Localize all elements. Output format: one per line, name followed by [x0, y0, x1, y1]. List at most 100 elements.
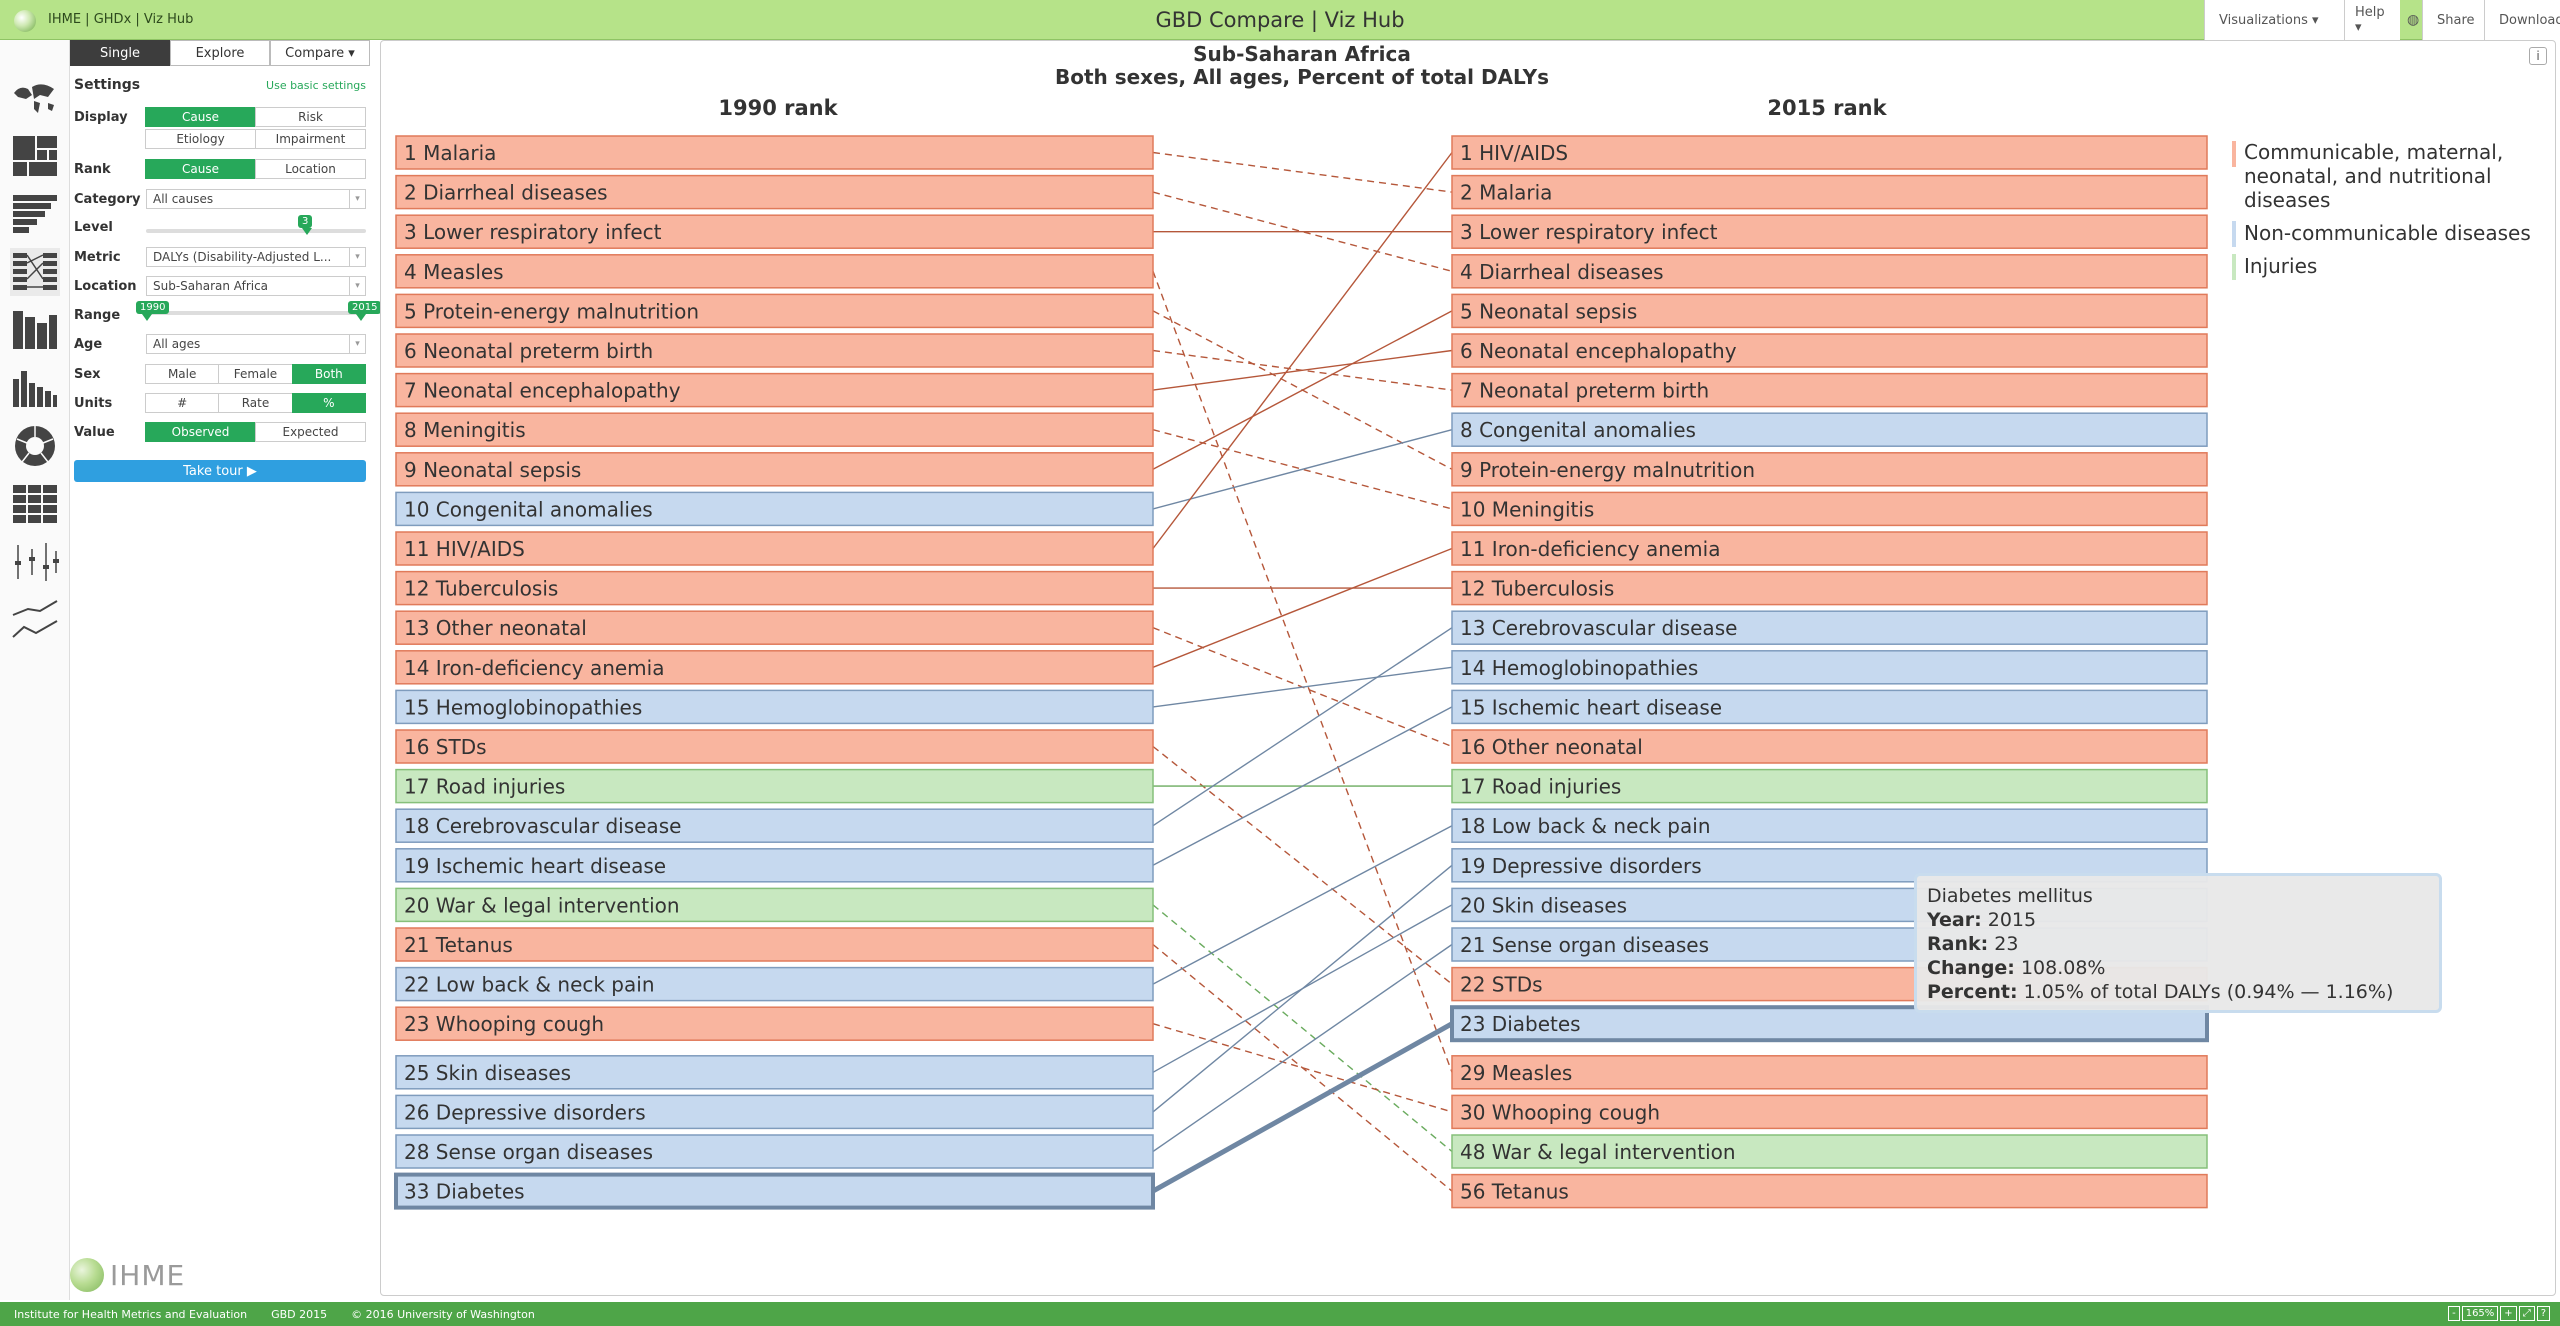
units-toggle: # Rate %	[145, 393, 366, 413]
left-rank-label: 28 Sense organ diseases	[404, 1140, 653, 1164]
zoom-controls: - 165% + ⤢ ?	[2448, 1306, 2550, 1321]
left-rank-label: 22 Low back & neck pain	[404, 973, 655, 997]
rank-connector	[1152, 547, 1453, 668]
right-rank-box	[1451, 452, 2208, 487]
left-rank-label: 25 Skin diseases	[404, 1061, 571, 1085]
sex-male[interactable]: Male	[145, 364, 220, 384]
help-menu[interactable]: Help ▾	[2344, 0, 2400, 40]
left-rank-box	[395, 333, 1154, 368]
right-rank-label: 29 Measles	[1460, 1061, 1572, 1085]
heatmap-icon[interactable]	[10, 480, 60, 528]
basic-settings-link[interactable]: Use basic settings	[266, 78, 366, 92]
left-rank-label: 10 Congenital anomalies	[404, 497, 653, 521]
sex-both[interactable]: Both	[291, 364, 366, 384]
left-rank-label: 20 War & legal intervention	[404, 893, 680, 917]
circular-icon[interactable]	[10, 422, 60, 470]
range-end-handle[interactable]	[356, 314, 366, 321]
settings-heading: Settings	[74, 77, 141, 93]
left-rank-box	[395, 491, 1154, 527]
tab-single[interactable]: Single	[70, 40, 170, 66]
category-label: Category	[74, 191, 141, 207]
rank-location[interactable]: Location	[255, 159, 366, 179]
info-icon[interactable]: i	[2529, 47, 2547, 65]
world-map-icon[interactable]	[10, 74, 60, 122]
footer-copyright: © 2016 University of Washington	[351, 1307, 535, 1321]
units-label: Units	[74, 395, 113, 411]
left-rank-box	[395, 729, 1154, 764]
rank-cause[interactable]: Cause	[145, 159, 256, 179]
link-ghdx[interactable]: GHDx	[93, 12, 132, 27]
display-cause[interactable]: Cause	[145, 107, 256, 127]
metric-label: Metric	[74, 249, 121, 265]
left-rank-label: 8 Meningitis	[404, 418, 526, 442]
zoom-out-button[interactable]: -	[2448, 1306, 2460, 1321]
sex-female[interactable]: Female	[218, 364, 293, 384]
right-rank-box	[1451, 254, 2208, 289]
footer-bar: Institute for Health Metrics and Evaluat…	[0, 1302, 2560, 1326]
left-rank-label: 7 Neonatal encephalopathy	[404, 379, 681, 403]
share-button[interactable]: ◍Share	[2407, 0, 2484, 40]
level-slider[interactable]: 3	[146, 215, 366, 237]
rank-connector	[1152, 349, 1453, 391]
ihme-logo-mark-icon	[70, 1258, 104, 1292]
rank-toggle: Cause Location	[145, 159, 366, 179]
left-rank-label: 26 Depressive disorders	[404, 1100, 646, 1124]
ihme-logo: IHME	[70, 1255, 210, 1295]
range-slider[interactable]: 1990 2015	[136, 301, 382, 325]
take-tour-button[interactable]: Take tour ▶	[74, 460, 366, 482]
left-rank-box	[395, 452, 1154, 487]
tooltip: Diabetes mellitus Year: 2015 Rank: 23 Ch…	[1914, 873, 2442, 1013]
value-observed[interactable]: Observed	[145, 422, 256, 442]
display-impairment[interactable]: Impairment	[255, 129, 366, 149]
tab-explore[interactable]: Explore	[170, 40, 270, 66]
right-rank-label: 20 Skin diseases	[1460, 893, 1627, 917]
value-expected[interactable]: Expected	[255, 422, 366, 442]
visualizations-menu[interactable]: Visualizations ▾	[2204, 0, 2344, 40]
display-risk[interactable]: Risk	[255, 107, 366, 127]
link-ihme[interactable]: IHME	[48, 12, 82, 27]
line-chart-icon[interactable]	[10, 596, 60, 644]
left-rank-label: 23 Whooping cough	[404, 1012, 604, 1036]
category-select[interactable]: All causes▾	[146, 189, 366, 209]
age-select[interactable]: All ages▾	[146, 334, 366, 354]
right-rank-box	[1451, 333, 2208, 368]
range-label: Range	[74, 307, 121, 323]
ihme-logo-icon[interactable]	[14, 10, 36, 32]
display-etiology[interactable]: Etiology	[145, 129, 256, 149]
units-rate[interactable]: Rate	[218, 393, 293, 413]
range-start-handle[interactable]	[142, 314, 152, 321]
link-vizhub[interactable]: Viz Hub	[143, 12, 194, 27]
left-rank-box	[395, 214, 1154, 249]
rank-connector	[1152, 627, 1453, 827]
pyramid-icon[interactable]	[10, 306, 60, 354]
rank-connector	[1152, 745, 1453, 985]
left-rank-box	[394, 1172, 1155, 1210]
arrow-diagram-icon[interactable]	[10, 248, 60, 296]
range-start-badge: 1990	[136, 301, 170, 314]
metric-select[interactable]: DALYs (Disability-Adjusted L...▾	[146, 247, 366, 267]
location-select[interactable]: Sub-Saharan Africa▾	[146, 276, 366, 296]
chevron-down-icon: ▾	[349, 335, 365, 353]
left-rank-box	[395, 1006, 1154, 1041]
rank-connector	[1151, 1021, 1454, 1194]
level-handle[interactable]	[302, 228, 312, 235]
bar-chart-icon[interactable]	[10, 364, 60, 412]
right-rank-box	[1451, 848, 2208, 883]
units-percent[interactable]: %	[291, 393, 366, 413]
range-plot-icon[interactable]	[10, 538, 60, 586]
tab-compare[interactable]: Compare ▾	[270, 40, 370, 66]
fullscreen-icon[interactable]: ⤢	[2518, 1306, 2535, 1321]
right-rank-box	[1451, 1134, 2208, 1169]
right-rank-box	[1451, 531, 2208, 566]
download-button[interactable]: Download	[2484, 0, 2560, 40]
left-rank-label: 4 Measles	[404, 260, 504, 284]
left-rank-box	[395, 1094, 1154, 1130]
treemap-icon[interactable]	[10, 132, 60, 180]
left-rank-label: 21 Tetanus	[404, 933, 513, 957]
help-icon[interactable]: ?	[2536, 1306, 2550, 1321]
zoom-in-button[interactable]: +	[2500, 1306, 2517, 1321]
stacked-bar-icon[interactable]	[10, 190, 60, 238]
left-rank-box	[395, 174, 1154, 210]
top-menus: Visualizations ▾ Help ▾ ◍Share Download	[2204, 0, 2560, 40]
units-number[interactable]: #	[145, 393, 220, 413]
